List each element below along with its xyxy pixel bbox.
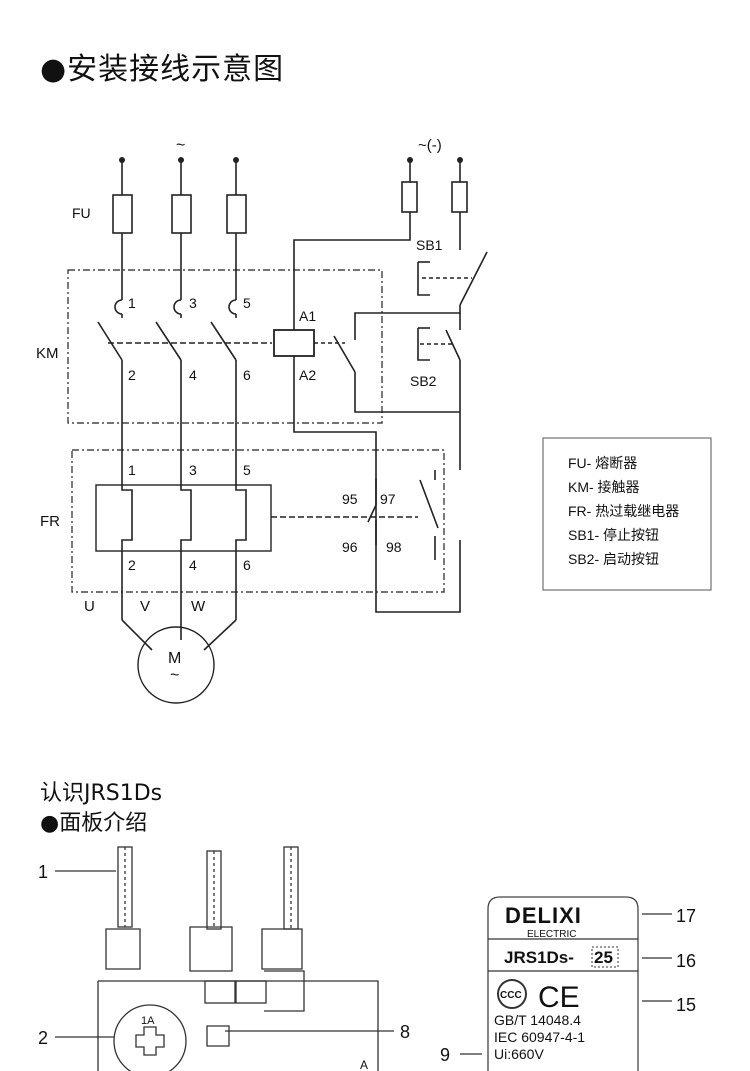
ccc-mark — [497, 979, 527, 1009]
fr-heaters — [95, 470, 439, 620]
aux-95: 95 — [342, 491, 358, 507]
wiring-diagram: ~ ~(-) FU KM — [36, 137, 712, 704]
km-main-contacts — [97, 299, 272, 485]
aux-97: 97 — [380, 491, 396, 507]
km-bottom-6: 6 — [243, 367, 251, 383]
fr-top-3: 3 — [189, 462, 197, 478]
ac-tilde-label: ~ — [176, 137, 185, 154]
km-top-1: 1 — [128, 295, 136, 311]
ce-mark: CE — [538, 981, 580, 1014]
adjustment-dial — [113, 1004, 187, 1071]
terminal-posts — [117, 846, 299, 930]
km-top-3: 3 — [189, 295, 197, 311]
sb2-label: SB2 — [410, 373, 437, 389]
model-rating-box — [591, 946, 619, 968]
fr-enclosure — [71, 449, 445, 593]
legend-box — [542, 437, 712, 591]
fr-top-5: 5 — [243, 462, 251, 478]
nameplate — [487, 896, 639, 1071]
coil-a1-label: A1 — [299, 308, 316, 324]
brand-logo: DELIXI — [505, 903, 582, 928]
km-bottom-4: 4 — [189, 367, 197, 383]
fr-bottom-4: 4 — [189, 557, 197, 573]
fuse-group — [112, 160, 468, 234]
km-bottom-2: 2 — [128, 367, 136, 383]
std-line: IEC 60947-4-1 — [494, 1029, 585, 1045]
km-enclosure — [67, 269, 383, 424]
model-rating: 25 — [594, 948, 613, 967]
panel-illustration: 1A A 1 2 8 9 15 16 17 DELIXI ELECTRIC JR… — [38, 846, 696, 1071]
km-label: KM — [36, 345, 59, 362]
panel-title: ●面板介绍 — [40, 811, 148, 836]
fr-label: FR — [40, 513, 60, 530]
km-coil — [273, 329, 315, 357]
fu-label: FU — [72, 205, 91, 221]
intro-title: 认识JRS1Ds — [40, 781, 163, 806]
control-circuit — [293, 212, 488, 613]
callout-8: 8 — [400, 1022, 410, 1042]
coil-a2-label: A2 — [299, 367, 316, 383]
motor-leads — [121, 619, 237, 651]
legend-item: SB2- 启动按钮 — [568, 551, 659, 567]
aux-98: 98 — [386, 539, 402, 555]
relay-body — [97, 926, 379, 1071]
aux-96: 96 — [342, 539, 358, 555]
fr-bottom-6: 6 — [243, 557, 251, 573]
brand-sub: ELECTRIC — [527, 929, 576, 940]
dc-supply-label: ~(-) — [418, 137, 442, 154]
phase-w: W — [191, 598, 206, 615]
std-line: Ui:660V — [494, 1046, 544, 1062]
dial-value: 1A — [141, 1015, 155, 1027]
sb1-label: SB1 — [416, 237, 443, 253]
supply-terminals — [119, 157, 463, 163]
model-label: JRS1Ds- — [504, 948, 574, 967]
km-top-5: 5 — [243, 295, 251, 311]
phase-v: V — [140, 598, 150, 615]
motor-label: M — [168, 650, 181, 667]
callout-2: 2 — [38, 1028, 48, 1048]
callout-15: 15 — [676, 995, 696, 1015]
motor-symbol — [137, 626, 215, 704]
std-line: GB/T 14048.4 — [494, 1012, 581, 1028]
ccc-text: CCC — [500, 990, 522, 1001]
callout-16: 16 — [676, 951, 696, 971]
side-mark: A — [360, 1058, 368, 1071]
dial-cross-icon — [135, 1026, 165, 1056]
fr-top-1: 1 — [128, 462, 136, 478]
legend-item: KM- 接触器 — [568, 479, 640, 495]
fr-bottom-2: 2 — [128, 557, 136, 573]
legend-item: FR- 热过载继电器 — [568, 503, 679, 519]
callout-9: 9 — [440, 1045, 450, 1065]
phase-conductors — [121, 160, 237, 300]
callout-1: 1 — [38, 862, 48, 882]
callout-17: 17 — [676, 906, 696, 926]
section-title: ●安装接线示意图 — [40, 52, 285, 87]
motor-tilde: ~ — [170, 667, 179, 684]
legend-item: FU- 熔断器 — [568, 455, 637, 471]
phase-u: U — [84, 598, 95, 615]
legend-item: SB1- 停止按钮 — [568, 527, 659, 543]
